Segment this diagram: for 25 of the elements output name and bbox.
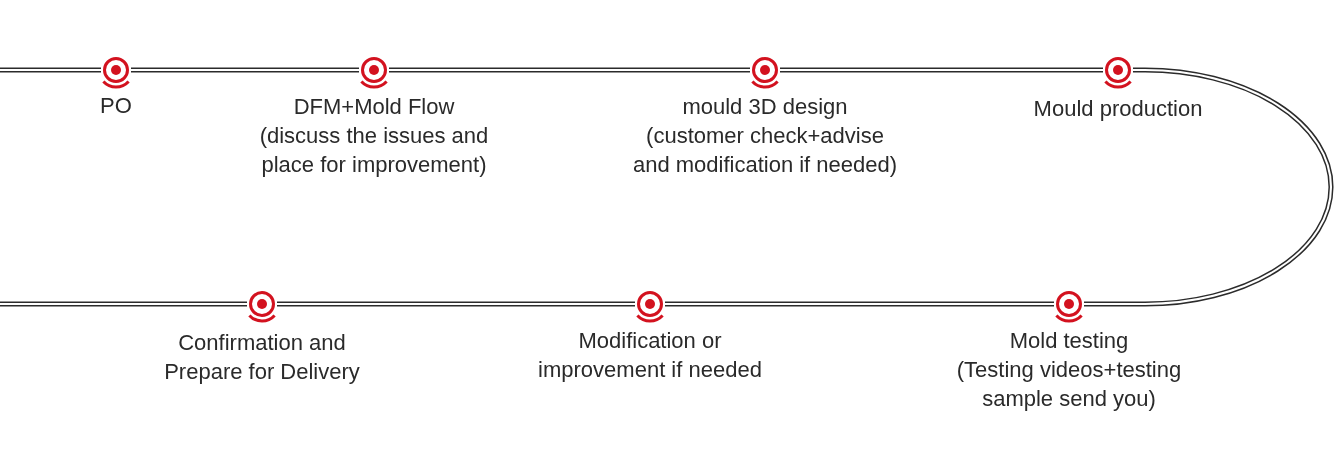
timeline-track	[779, 67, 1104, 73]
step-title: Confirmation and Prepare for Delivery	[163, 329, 361, 386]
timeline-track	[1083, 67, 1334, 307]
timeline-track	[664, 301, 1055, 307]
target-marker-icon	[750, 57, 780, 89]
step-title: PO	[100, 92, 132, 120]
target-marker-icon	[1103, 57, 1133, 89]
target-marker-icon	[247, 291, 277, 323]
target-marker-icon	[635, 291, 665, 323]
step-description: (discuss the issues and place for improvement)	[258, 122, 490, 179]
target-marker-icon	[359, 57, 389, 89]
step-title: Modification or improvement if needed	[537, 327, 763, 384]
step-title: DFM+Mold Flow	[293, 93, 455, 121]
step-title: mould 3D design	[682, 93, 848, 121]
step-title: Mold testing	[1009, 327, 1129, 355]
step-title: Mould production	[1033, 95, 1203, 123]
target-marker-icon	[1054, 291, 1084, 323]
timeline-track	[276, 301, 636, 307]
timeline-track	[0, 301, 248, 307]
timeline-track	[130, 67, 360, 73]
timeline-track	[388, 67, 751, 73]
timeline-track	[0, 67, 102, 73]
step-description: (Testing videos+testing sample send you)	[955, 356, 1183, 413]
target-marker-icon	[101, 57, 131, 89]
step-description: (customer check+advise and modification if needed)	[631, 122, 899, 179]
